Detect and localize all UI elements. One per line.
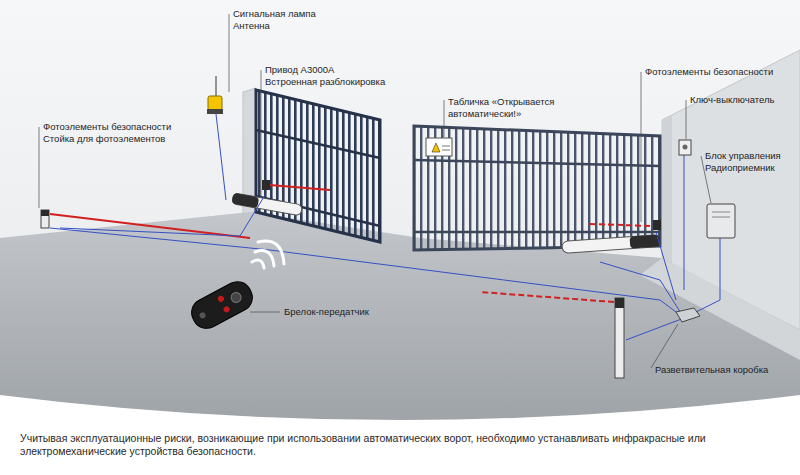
callout-label: Разветвительная коробка: [655, 364, 768, 376]
callout-label: Брелок-передатчик: [284, 306, 369, 318]
callout-label: Стойка для фотоэлементов: [43, 133, 165, 145]
callout-label: Табличка «Открывается автоматически!»: [448, 96, 598, 120]
callout-label: Привод А3000А: [265, 64, 334, 76]
callout-label: Встроенная разблокировка: [265, 76, 385, 88]
callout-label: Блок управления: [705, 150, 781, 162]
callout-label: Радиоприемник: [705, 162, 775, 174]
callout-label: Ключ-выключатель: [690, 94, 774, 106]
callout-label: Фотоэлементы безопасности: [645, 66, 773, 78]
callout-label: Сигнальная лампа: [233, 8, 316, 20]
caption: Учитывая эксплуатационные риски, возника…: [20, 432, 780, 458]
callout-label: Антенна: [233, 20, 270, 32]
callout-label: Фотоэлементы безопасности: [43, 121, 171, 133]
